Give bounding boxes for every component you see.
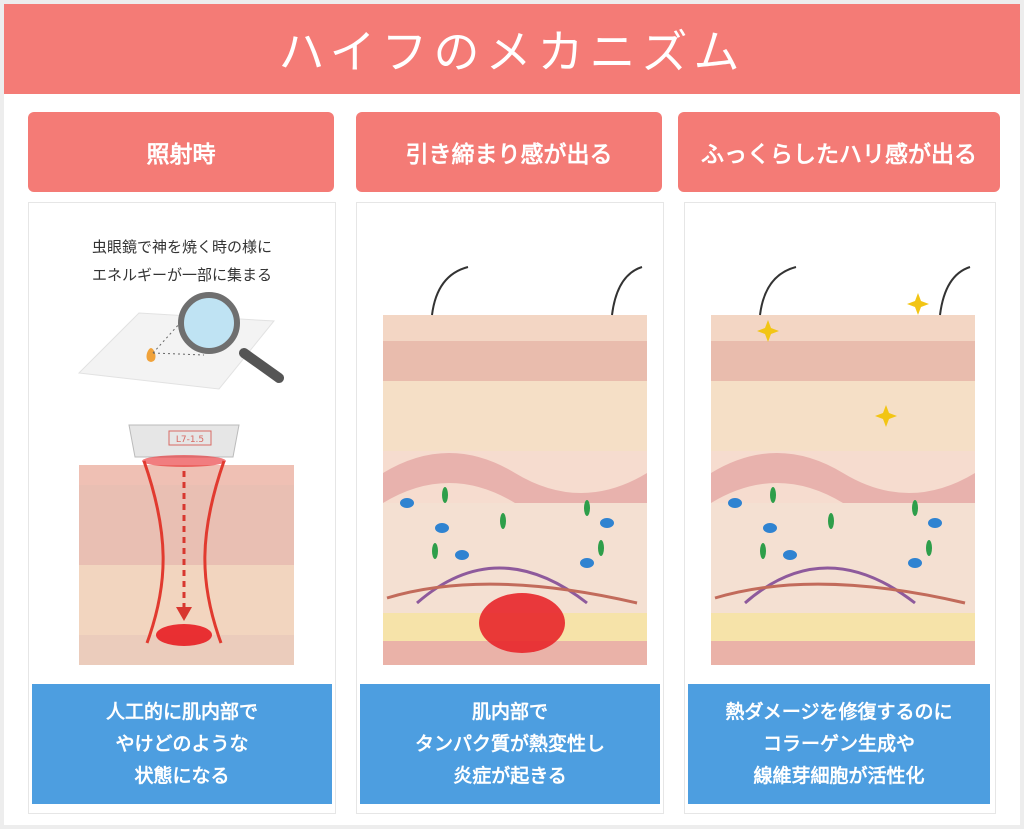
caption-line-2: タンパク質が熱変性し [414, 733, 605, 755]
column-heading-tightening: 引き締まり感が出る [356, 112, 662, 192]
caption-line-2: やけどのような [115, 733, 249, 755]
probe-label: L7-1.5 [176, 435, 204, 445]
inflammation-spot [479, 593, 565, 653]
magnifying-glass-icon [178, 292, 284, 383]
panel-note-line-2: エネルギーが一部に集まる [91, 266, 272, 284]
caption-irradiation: 人工的に肌内部で やけどのような 状態になる [32, 684, 332, 804]
magnifier-illustration [77, 292, 284, 390]
hifu-cross-section: L7-1.5 [79, 424, 294, 665]
sparkle-icon [757, 293, 929, 427]
caption-line-3: 線維芽細胞が活性化 [753, 765, 925, 787]
burn-spot [156, 624, 212, 646]
column-heading-plumpness: ふっくらしたハリ感が出る [678, 112, 1000, 192]
caption-tightening: 肌内部で タンパク質が熱変性し 炎症が起きる [360, 684, 660, 804]
caption-line-3: 炎症が起きる [453, 765, 567, 787]
caption-plumpness: 熱ダメージを修復するのに コラーゲン生成や 線維芽細胞が活性化 [688, 684, 990, 804]
page-title: ハイフのメカニズム [278, 25, 746, 79]
caption-line-3: 状態になる [134, 765, 230, 787]
skin-cross-section-tightening [383, 266, 647, 665]
caption-line-1: 熱ダメージを修復するのに [725, 701, 953, 723]
flame-icon [146, 348, 156, 362]
caption-line-1: 肌内部で [471, 701, 548, 723]
panel-note-line-1: 虫眼鏡で神を焼く時の様に [91, 238, 272, 256]
title-bar: ハイフのメカニズム [4, 4, 1020, 94]
infographic-frame: ハイフのメカニズム 照射時 引き締まり感が出る ふっくらしたハリ感が出る 虫眼鏡… [4, 4, 1020, 825]
caption-line-2: コラーゲン生成や [762, 733, 915, 755]
column-heading-irradiation: 照射時 [28, 112, 334, 192]
skin-cross-section-plumpness [711, 266, 975, 665]
caption-line-1: 人工的に肌内部で [105, 701, 258, 723]
